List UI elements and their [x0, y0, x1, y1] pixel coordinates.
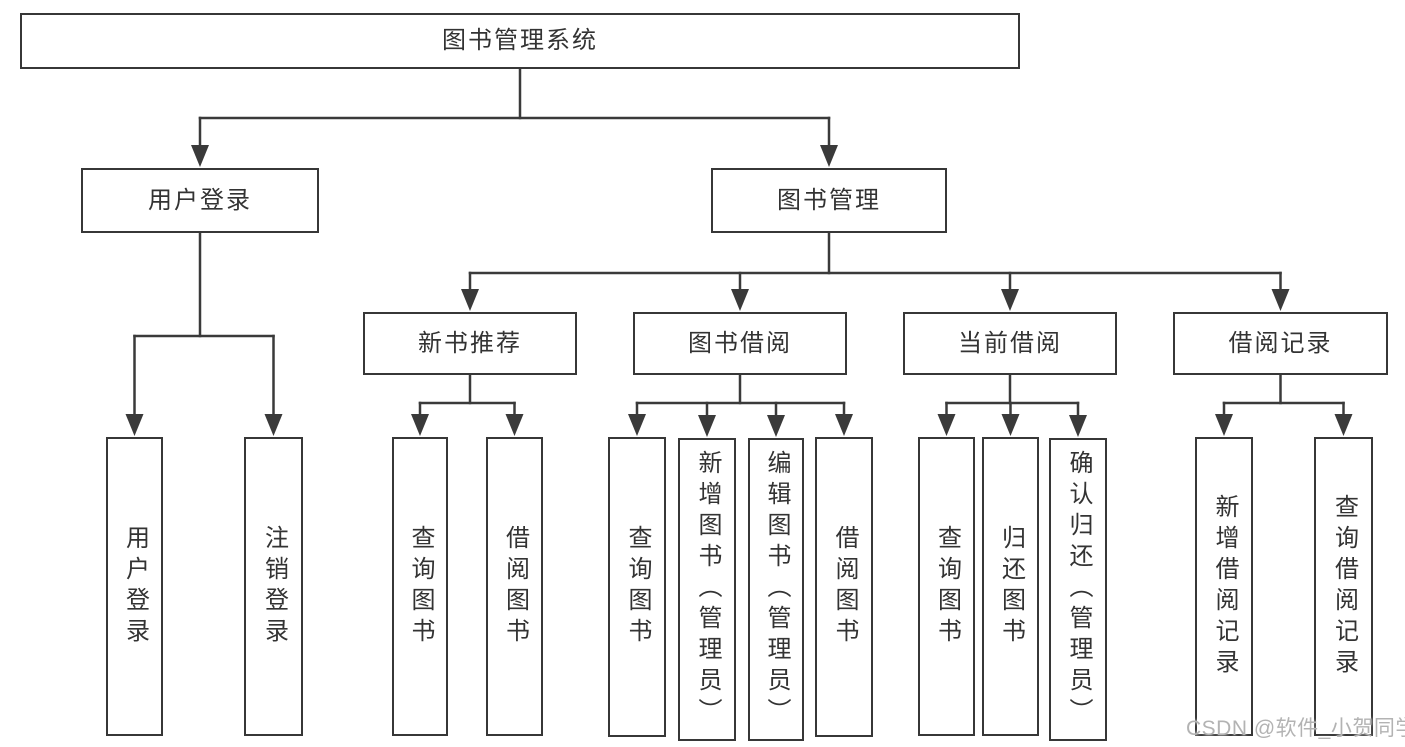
- arrowhead-icon: [1334, 414, 1353, 436]
- node-label-leaf-confirm-return: 确认归还（管理员）: [1065, 450, 1092, 729]
- node-leaf-borrow-book-1: 借阅图书: [486, 437, 543, 736]
- node-label-leaf-borrow-book-1: 借阅图书: [501, 524, 529, 649]
- arrowhead-icon: [820, 145, 838, 167]
- arrowhead-icon: [1001, 414, 1020, 436]
- arrowhead-icon: [1271, 289, 1290, 311]
- node-label-leaf-query-book-2: 查询图书: [624, 525, 651, 649]
- node-label-leaf-query-borrow-record: 查询借阅记录: [1330, 493, 1358, 680]
- node-root: 图书管理系统: [20, 13, 1020, 69]
- arrowhead-icon: [731, 289, 749, 311]
- node-label-leaf-add-borrow-record: 新增借阅记录: [1211, 493, 1238, 680]
- node-leaf-query-book-3: 查询图书: [918, 437, 975, 736]
- arrowhead-icon: [1001, 289, 1019, 311]
- node-label-book-management: 图书管理: [777, 186, 881, 214]
- arrowhead-icon: [628, 414, 646, 436]
- node-leaf-query-borrow-record: 查询借阅记录: [1314, 437, 1373, 736]
- node-label-new-book-recommend: 新书推荐: [418, 329, 522, 357]
- watermark-csdn: CSDN @软件_小贺同学: [1186, 717, 1405, 740]
- node-label-leaf-return-book: 归还图书: [997, 524, 1025, 649]
- node-user-login: 用户登录: [81, 168, 319, 233]
- arrowhead-icon: [1069, 415, 1087, 437]
- node-book-management: 图书管理: [711, 168, 947, 233]
- node-label-current-borrow: 当前借阅: [958, 329, 1062, 357]
- arrowhead-icon: [937, 414, 956, 436]
- node-book-borrow: 图书借阅: [633, 312, 847, 375]
- node-leaf-query-book-1: 查询图书: [392, 437, 448, 736]
- node-borrow-record: 借阅记录: [1173, 312, 1388, 375]
- node-new-book-recommend: 新书推荐: [363, 312, 577, 375]
- node-label-leaf-logout: 注销登录: [260, 524, 288, 649]
- node-leaf-return-book: 归还图书: [982, 437, 1039, 736]
- node-leaf-edit-book: 编辑图书（管理员）: [748, 438, 804, 741]
- node-leaf-logout: 注销登录: [244, 437, 303, 736]
- arrowhead-icon: [1215, 414, 1233, 436]
- node-leaf-user-login: 用户登录: [106, 437, 163, 736]
- node-current-borrow: 当前借阅: [903, 312, 1117, 375]
- node-label-leaf-query-book-3: 查询图书: [933, 524, 961, 649]
- node-leaf-add-borrow-record: 新增借阅记录: [1195, 437, 1253, 736]
- arrowhead-icon: [698, 415, 716, 437]
- node-label-leaf-add-book: 新增图书（管理员）: [694, 450, 721, 729]
- node-label-root: 图书管理系统: [442, 27, 598, 54]
- arrowhead-icon: [125, 414, 144, 436]
- node-leaf-confirm-return: 确认归还（管理员）: [1049, 438, 1107, 741]
- arrowhead-icon: [461, 289, 479, 311]
- arrowhead-icon: [191, 145, 209, 167]
- arrowhead-icon: [767, 415, 785, 437]
- node-label-leaf-query-book-1: 查询图书: [407, 524, 434, 649]
- node-label-leaf-edit-book: 编辑图书（管理员）: [763, 450, 790, 729]
- node-label-leaf-borrow-book-2: 借阅图书: [831, 525, 858, 649]
- node-label-user-login: 用户登录: [148, 186, 252, 214]
- node-leaf-borrow-book-2: 借阅图书: [815, 437, 873, 737]
- arrowhead-icon: [264, 414, 283, 436]
- node-label-leaf-user-login: 用户登录: [121, 524, 149, 649]
- node-label-borrow-record: 借阅记录: [1228, 329, 1333, 357]
- arrowhead-icon: [505, 414, 524, 436]
- node-leaf-query-book-2: 查询图书: [608, 437, 666, 737]
- node-label-book-borrow: 图书借阅: [688, 329, 792, 357]
- arrowhead-icon: [411, 414, 429, 436]
- node-leaf-add-book: 新增图书（管理员）: [678, 438, 736, 741]
- arrowhead-icon: [835, 414, 853, 436]
